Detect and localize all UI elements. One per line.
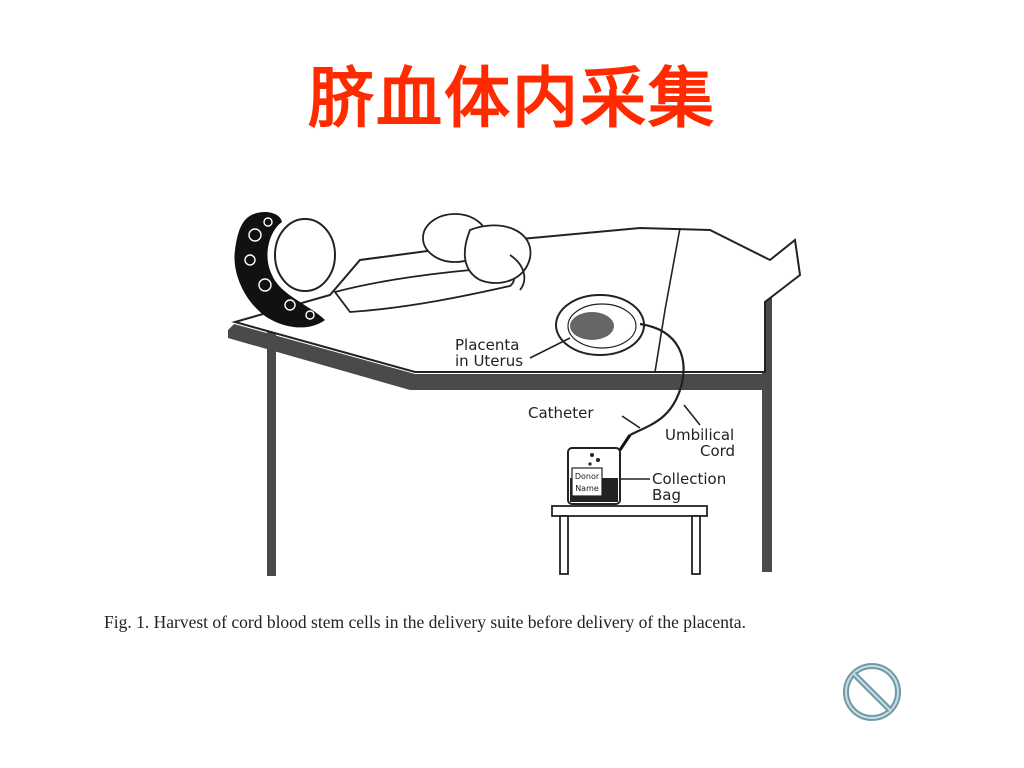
label-placenta-line1: Placenta <box>455 336 519 354</box>
uterus-inner <box>567 303 637 349</box>
baby <box>422 213 532 291</box>
no-entry-icon <box>843 663 901 721</box>
placenta-shape <box>570 312 614 340</box>
label-catheter: Catheter <box>528 404 594 422</box>
baby-body <box>463 224 532 284</box>
arrow-umbilical <box>683 404 701 426</box>
uterus <box>555 294 645 356</box>
mother-head <box>234 211 336 328</box>
figure-caption: Fig. 1. Harvest of cord blood stem cells… <box>104 612 746 632</box>
collection-bag: Donor Name <box>567 447 621 505</box>
sheet-fold <box>654 227 681 373</box>
bed-leg-right <box>762 282 772 572</box>
label-collection-line2: Bag <box>652 486 681 504</box>
face <box>274 218 336 292</box>
donor-label-line1: Donor <box>575 472 600 481</box>
label-collection-line1: Collection <box>652 470 726 488</box>
baby-leg <box>509 254 526 291</box>
umbilical-cord-line <box>629 322 685 436</box>
bed-leg-left <box>267 328 276 576</box>
label-umbilical-line1: Umbilical <box>665 426 734 444</box>
label-umbilical-line2: Cord <box>700 442 735 460</box>
label-placenta-line2: in Uterus <box>455 352 523 370</box>
cord-blood-collection-diagram: Donor Name Placenta in Uterus Catheter U… <box>228 211 802 576</box>
bed-frame <box>228 324 770 390</box>
donor-label-line2: Name <box>575 484 599 493</box>
arrow-placenta <box>529 337 571 359</box>
nav-action-button[interactable] <box>840 660 904 724</box>
arrow-catheter <box>621 415 641 429</box>
blood-drops <box>588 453 600 466</box>
donor-label-box <box>571 467 603 497</box>
slide-title: 脐血体内采集 <box>308 59 716 137</box>
bag-table <box>551 505 708 575</box>
